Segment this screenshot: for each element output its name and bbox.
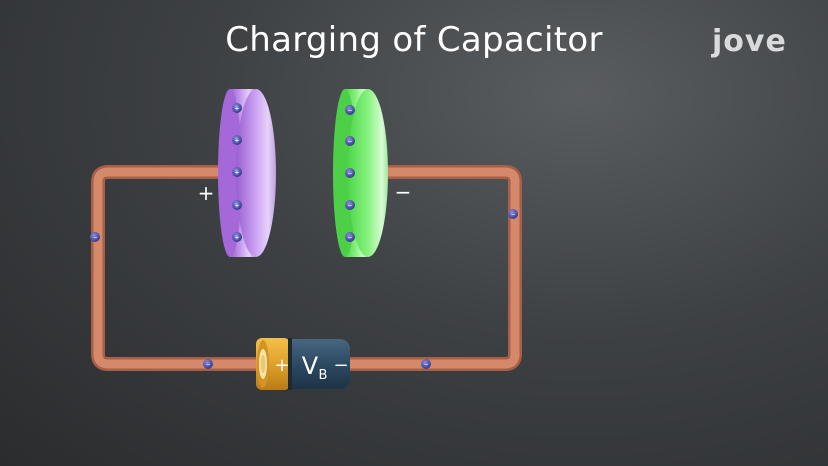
svg-text:+: +: [235, 233, 240, 242]
svg-text:−: −: [348, 233, 353, 242]
positive-charge: +: [232, 135, 242, 145]
svg-text:−: −: [424, 362, 428, 369]
plate-negative-charges: − − − − −: [345, 105, 355, 242]
plate-positive-charges: + + + + +: [232, 103, 242, 242]
positive-charge: +: [232, 103, 242, 113]
svg-text:−: −: [348, 106, 353, 115]
plate-negative-sign: −: [395, 180, 412, 204]
positive-charge: +: [232, 232, 242, 242]
negative-charge: −: [345, 168, 355, 178]
battery-negative-sign: −: [333, 355, 348, 376]
negative-charge: −: [345, 200, 355, 210]
wire-electron: −: [421, 359, 431, 369]
plate-positive-sign: +: [198, 181, 215, 205]
capacitor-plate-positive: [218, 89, 276, 257]
battery-positive-sign: +: [274, 355, 289, 376]
svg-text:+: +: [235, 201, 240, 210]
positive-charge: +: [232, 200, 242, 210]
capacitor-plate-negative: [333, 89, 388, 257]
battery-voltage-label: V: [302, 352, 319, 380]
wire-electron: −: [90, 232, 100, 242]
svg-text:+: +: [235, 136, 240, 145]
page-title: Charging of Capacitor: [225, 20, 603, 60]
svg-text:−: −: [348, 201, 353, 210]
negative-charge: −: [345, 105, 355, 115]
jove-logo: jove: [712, 24, 787, 59]
svg-text:−: −: [348, 137, 353, 146]
svg-text:−: −: [93, 235, 97, 242]
wire-electron: −: [508, 209, 518, 219]
battery: [256, 338, 350, 390]
negative-charge: −: [345, 136, 355, 146]
svg-text:−: −: [511, 212, 515, 219]
wire-electron: −: [203, 359, 213, 369]
svg-text:−: −: [206, 362, 210, 369]
svg-text:+: +: [235, 104, 240, 113]
battery-voltage-subscript: B: [319, 368, 328, 383]
svg-text:+: +: [235, 168, 240, 177]
negative-charge: −: [345, 232, 355, 242]
wire: [91, 165, 522, 371]
positive-charge: +: [232, 167, 242, 177]
svg-text:−: −: [348, 169, 353, 178]
